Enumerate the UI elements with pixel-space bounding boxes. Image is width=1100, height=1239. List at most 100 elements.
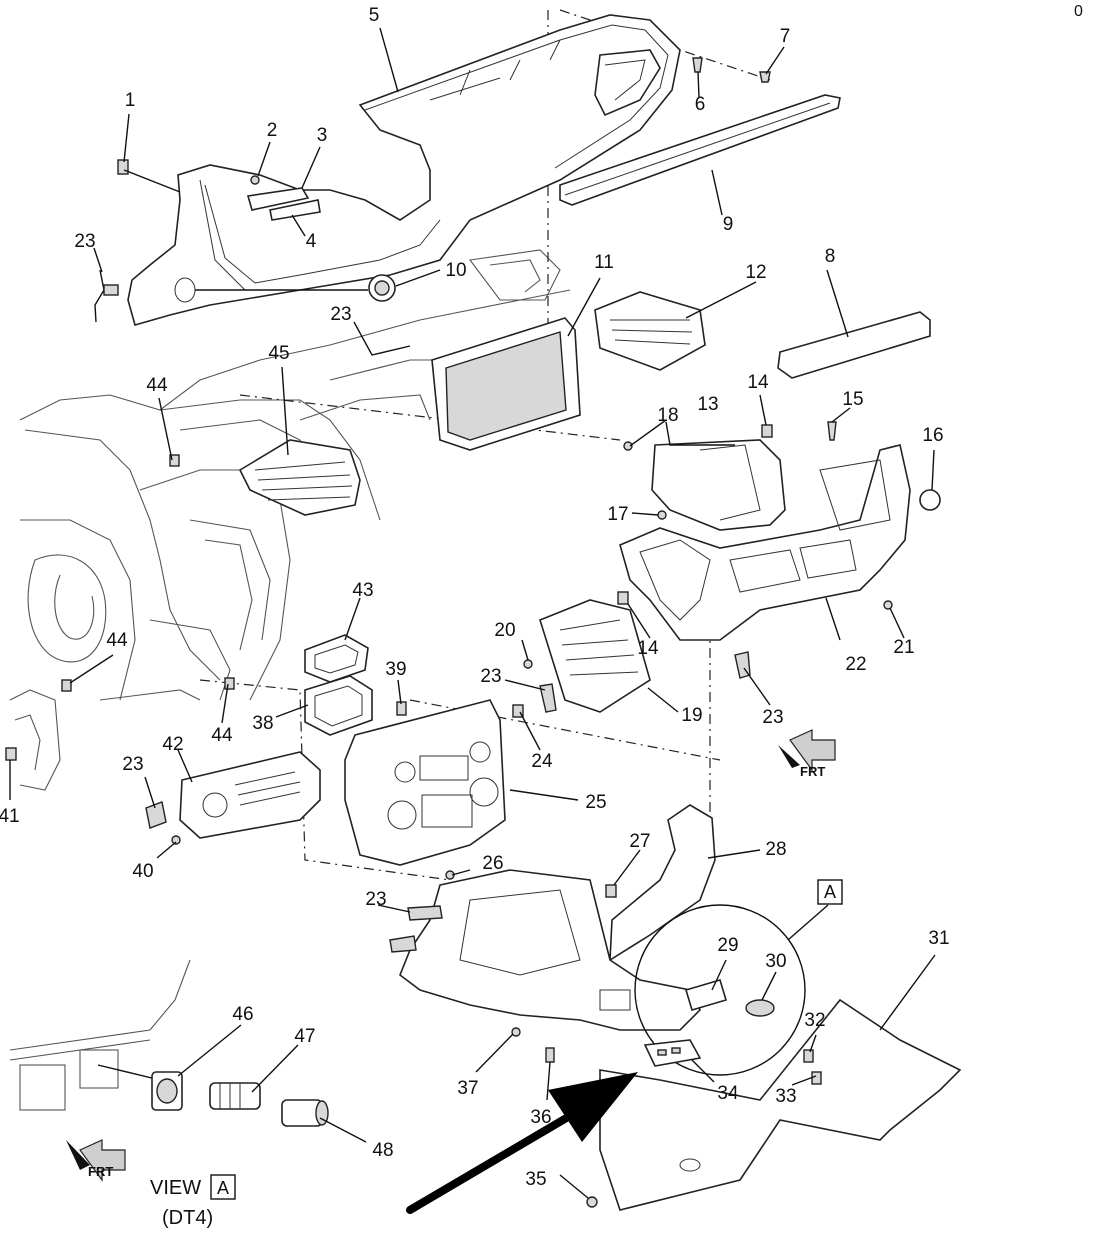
callout-c21: 21 — [893, 637, 914, 658]
center-bezel-part-25 — [344, 699, 506, 866]
console-side-panel-part-28 — [609, 804, 716, 962]
callout-c47: 47 — [294, 1026, 315, 1047]
callout-c33: 33 — [775, 1086, 796, 1107]
dashboard-carrier-outline — [9, 249, 571, 791]
highlight-arrow — [406, 1072, 638, 1214]
callout-c48: 48 — [372, 1140, 393, 1161]
hvac-control-part-42 — [179, 751, 321, 839]
cap-part-48 — [281, 1099, 329, 1127]
screw-part-20 — [523, 659, 533, 669]
callout-c23b: 23 — [330, 304, 351, 325]
screw-part-37 — [511, 1027, 521, 1037]
callout-c9: 9 — [723, 214, 734, 235]
screw-part-36 — [545, 1047, 555, 1063]
callout-c45: 45 — [268, 343, 289, 364]
callout-c38: 38 — [252, 713, 273, 734]
clip-part-14-lower — [617, 591, 629, 605]
callout-c13: 13 — [697, 394, 718, 415]
clip-part-39 — [396, 701, 407, 716]
callout-c44b: 44 — [106, 630, 128, 651]
clip-part-14-upper — [761, 424, 773, 438]
connector-part-23-lower-b — [389, 935, 417, 953]
screw-part-40 — [171, 835, 181, 845]
knob-part-16 — [919, 489, 941, 511]
clip-part-1 — [117, 159, 129, 175]
callout-c32: 32 — [804, 1010, 825, 1031]
callout-c43: 43 — [352, 580, 373, 601]
callout-c5: 5 — [369, 5, 380, 26]
trim-strip-part-9 — [559, 94, 841, 206]
screw-part-18 — [623, 441, 633, 451]
switch-bezel-part-3 — [246, 187, 310, 211]
usb-socket-part-34 — [643, 1039, 702, 1067]
callout-c17: 17 — [607, 504, 628, 525]
callout-c27: 27 — [629, 831, 650, 852]
callout-c24: 24 — [531, 751, 553, 772]
callout-c12: 12 — [745, 262, 766, 283]
clip-part-41 — [5, 747, 17, 761]
callout-c28: 28 — [765, 839, 786, 860]
screw-part-6 — [692, 57, 703, 73]
callout-c44c: 44 — [211, 725, 233, 746]
callout-c30: 30 — [765, 951, 786, 972]
trim-ring-part-43 — [304, 634, 369, 683]
corner-mark: 0 — [1074, 3, 1083, 20]
callout-c29: 29 — [717, 935, 738, 956]
view-a-caption: VIEW A (DT4) — [150, 1174, 236, 1229]
detail-view-a: A — [634, 879, 843, 1076]
switch-bezel-part-4 — [269, 199, 321, 221]
callout-c42: 42 — [162, 734, 183, 755]
screw-part-15 — [827, 421, 837, 441]
air-vent-part-45 — [238, 439, 361, 516]
callout-c44a: 44 — [146, 375, 168, 396]
clip-part-44-upper — [169, 454, 180, 467]
clip-part-44-left — [61, 679, 72, 692]
callout-c46: 46 — [232, 1004, 253, 1025]
frt-label-upper: FRT — [800, 764, 825, 779]
callout-c23f: 23 — [365, 889, 386, 910]
callout-c16: 16 — [922, 425, 943, 446]
callout-c3: 3 — [317, 125, 328, 146]
clip-part-24 — [512, 704, 524, 718]
module-part-13 — [651, 439, 786, 531]
callout-c25: 25 — [585, 792, 606, 813]
view-a-power-outlet — [9, 959, 329, 1127]
callout-c23a: 23 — [74, 231, 95, 252]
callout-c14a: 14 — [747, 372, 769, 393]
callout-c22: 22 — [845, 654, 866, 675]
leader-lines — [9, 27, 936, 1199]
fastener-part-2 — [250, 175, 260, 185]
clip-part-44-center — [224, 677, 235, 690]
front-direction-indicator-upper: FRT — [778, 729, 836, 779]
connector-part-23-middle — [539, 683, 557, 713]
callout-c37: 37 — [457, 1078, 478, 1099]
front-direction-indicator-lower: FRT — [66, 1139, 126, 1182]
screw-part-35 — [586, 1196, 598, 1208]
knob-part-10 — [174, 274, 396, 303]
callout-c8: 8 — [825, 246, 836, 267]
callout-c19: 19 — [681, 705, 702, 726]
clip-part-33 — [811, 1071, 822, 1085]
clip-part-32 — [803, 1049, 814, 1063]
callout-c1: 1 — [125, 90, 136, 111]
callout-c14b: 14 — [637, 638, 659, 659]
view-code: (DT4) — [162, 1207, 213, 1229]
view-label: VIEW — [150, 1177, 201, 1199]
callout-c4: 4 — [306, 231, 317, 252]
trim-ring-part-38 — [304, 675, 373, 736]
callout-c7: 7 — [780, 26, 791, 47]
connector-part-23-left — [145, 801, 167, 829]
clip-part-27 — [605, 884, 617, 898]
callout-c40: 40 — [132, 861, 153, 882]
trim-strip-part-9-edge — [564, 102, 831, 196]
callout-c2: 2 — [267, 120, 278, 141]
callout-c41: 41 — [0, 806, 20, 827]
callout-c39: 39 — [385, 659, 406, 680]
display-module-part-11 — [431, 317, 581, 451]
frt-label-lower: FRT — [88, 1164, 113, 1179]
trim-plate-part-8 — [777, 311, 931, 379]
control-panel-part-19 — [539, 599, 651, 713]
screw-part-21 — [883, 600, 893, 610]
